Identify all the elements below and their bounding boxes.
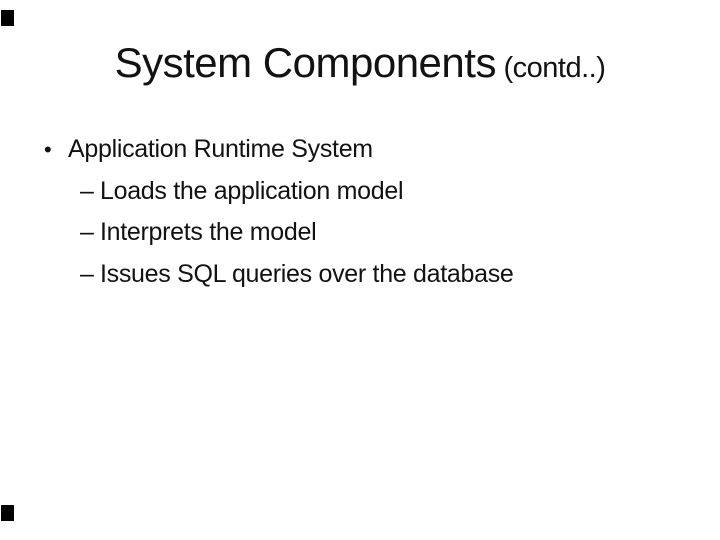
bullet-text: Issues SQL queries over the database	[100, 259, 514, 288]
bullet-item: –Loads the application model	[0, 171, 720, 213]
bullet-text: Application Runtime System	[68, 135, 373, 163]
corner-mark-bottom-left-icon	[1, 505, 14, 521]
bullet-item: –Issues SQL queries over the database	[0, 254, 720, 296]
bullet-item: –Interprets the model	[0, 212, 720, 254]
dash-icon: –	[80, 176, 94, 205]
bullet-text: Loads the application model	[100, 176, 404, 205]
corner-mark-top-left-icon	[1, 10, 14, 26]
bullet-dot-icon: •	[44, 137, 52, 162]
slide-title: System Components (contd..)	[0, 38, 720, 93]
slide-title-main: System Components	[114, 39, 497, 86]
dash-icon: –	[80, 259, 94, 288]
bullet-text: Interprets the model	[100, 218, 317, 246]
bullet-item: • Application Runtime System	[0, 129, 720, 171]
bullet-list: •Application Runtime System–Loads the ap…	[0, 129, 720, 295]
slide-title-suffix: (contd..)	[495, 52, 606, 84]
dash-icon: –	[80, 218, 94, 246]
